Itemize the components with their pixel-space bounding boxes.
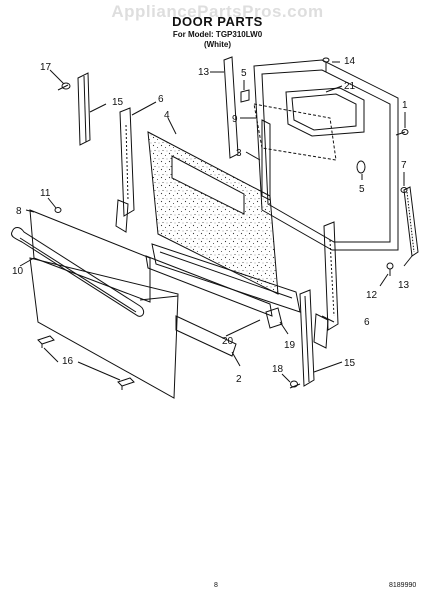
callout-6-left: 6: [158, 94, 164, 105]
channel-icon: [151, 243, 301, 313]
model-line: For Model: TGP310LW0: [172, 30, 263, 39]
callout-10: 10: [12, 266, 24, 277]
handle-icon: [11, 227, 145, 317]
clip-icon: [356, 160, 366, 174]
callout-13-upper: 13: [198, 67, 210, 78]
page-number: 8: [214, 582, 218, 589]
screw-icon: [57, 82, 71, 91]
callout-1: 1: [402, 100, 408, 111]
callout-numbers: 17 15 6 4 13 5 14 21 9 3 1 7 5 11 8 10 1…: [12, 56, 410, 385]
callout-20: 20: [222, 336, 234, 347]
callout-4: 4: [164, 110, 170, 121]
callout-19: 19: [284, 340, 296, 351]
callout-5-upper: 5: [241, 68, 247, 79]
callout-5-lower: 5: [359, 184, 365, 195]
channel-icon: [175, 315, 237, 357]
glass-icon: [253, 103, 337, 161]
screw-icon: [395, 129, 409, 136]
insulation-icon: [147, 131, 279, 295]
callout-3: 3: [236, 148, 242, 159]
hinge-receiver-icon: [77, 72, 91, 146]
callout-15-right: 15: [344, 358, 356, 369]
callout-9: 9: [232, 114, 238, 125]
page-title: DOOR PARTS: [172, 14, 263, 29]
hinge-icon: [313, 221, 339, 349]
callout-18: 18: [272, 364, 284, 375]
callout-2: 2: [236, 374, 242, 385]
bracket-icon: [265, 307, 283, 329]
bracket-icon: [145, 255, 273, 317]
callout-21: 21: [344, 81, 356, 92]
glass-icon: [29, 209, 151, 303]
screw-icon: [54, 207, 62, 213]
door-panel-icon: [29, 257, 179, 399]
callout-13-right: 13: [398, 280, 410, 291]
callout-12: 12: [366, 290, 378, 301]
clip-icon: [240, 89, 250, 103]
gasket-icon: [403, 186, 419, 257]
callout-7: 7: [401, 160, 407, 171]
spacer-icon: [117, 377, 135, 390]
callout-6-right: 6: [364, 317, 370, 328]
callout-17: 17: [40, 62, 52, 73]
hinge-receiver-icon: [299, 289, 315, 387]
channel-icon: [223, 56, 239, 159]
callout-16: 16: [62, 356, 74, 367]
screw-icon: [386, 262, 394, 276]
door-liner-icon: [253, 59, 399, 251]
callout-15-left: 15: [112, 97, 124, 108]
screw-icon: [289, 380, 301, 389]
spacer-icon: [37, 335, 55, 348]
callout-8: 8: [16, 206, 22, 217]
watermark-text: AppliancePartsPros.com: [111, 2, 324, 21]
color-line: (White): [203, 40, 232, 49]
callout-14: 14: [344, 56, 356, 67]
screw-icon: [322, 57, 330, 72]
hinge-icon: [115, 107, 135, 233]
document-number: 8189990: [389, 582, 417, 589]
callout-11: 11: [40, 188, 51, 199]
